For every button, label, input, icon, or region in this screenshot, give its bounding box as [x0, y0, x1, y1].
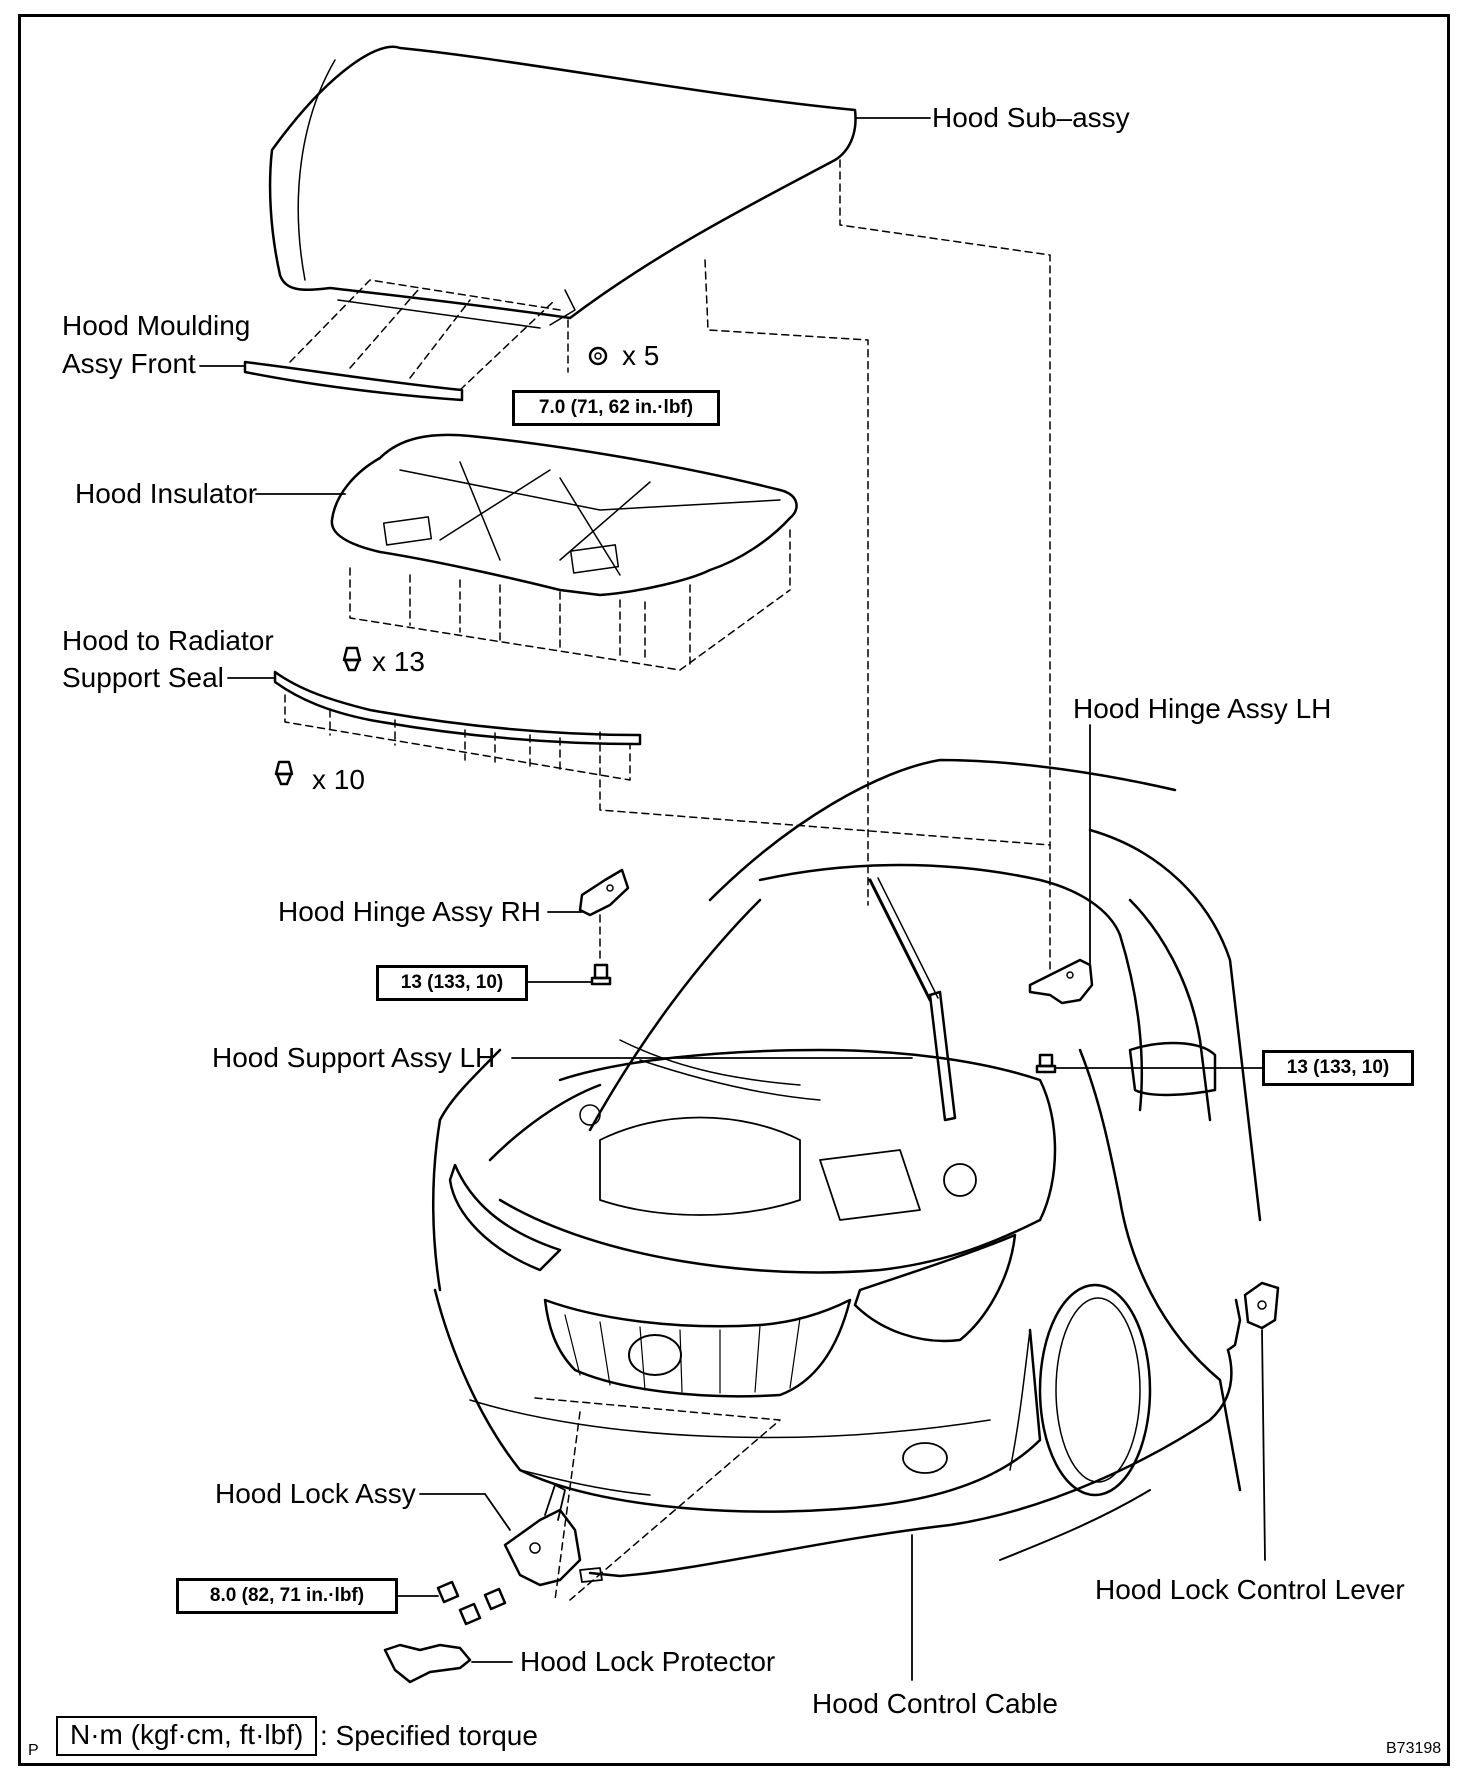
vehicle-body — [432, 758, 1262, 1561]
label-hood-sub-assy: Hood Sub–assy — [932, 102, 1130, 133]
label-hood-moulding-line1: Hood Moulding — [62, 310, 251, 341]
hood-insulator-part — [330, 433, 798, 597]
torque-moulding-nut: 7.0 (71, 62 in.·lbf) — [512, 390, 720, 426]
seal-clip-icon — [274, 760, 294, 786]
radiator-seal-part — [273, 670, 642, 746]
lock-leader-lines — [534, 1397, 781, 1601]
label-hood-control-cable: Hood Control Cable — [812, 1688, 1058, 1719]
label-hood-moulding-line2: Assy Front — [62, 348, 196, 379]
hood-lock-assy-part — [503, 1484, 582, 1587]
label-hood-hinge-lh: Hood Hinge Assy LH — [1073, 693, 1332, 724]
hood-hinge-lh-part — [1028, 958, 1094, 1005]
torque-hinge-rh-bolt: 13 (133, 10) — [376, 965, 528, 1001]
insulator-clip-icon — [342, 646, 362, 672]
diagram-frame — [18, 14, 1450, 1766]
hinge-lh-bolt-icon — [1035, 1053, 1057, 1074]
hood-support-strut-part — [868, 877, 957, 1122]
label-hood-support-lh: Hood Support Assy LH — [212, 1042, 496, 1073]
label-hood-insulator: Hood Insulator — [75, 478, 258, 509]
qty-hood-nuts: x 5 — [622, 340, 660, 371]
label-leader-lines — [199, 117, 1266, 1681]
hood-lock-control-lever-part — [1243, 1281, 1280, 1330]
insulator-leader-lines — [349, 529, 791, 671]
hood-sub-assy-part — [268, 45, 857, 329]
figure-code: B73198 — [1386, 1740, 1442, 1757]
torque-hinge-lh-bolt: 13 (133, 10) — [1262, 1050, 1414, 1086]
hood-nut-icon — [588, 346, 608, 366]
hood-lock-protector-part — [383, 1643, 472, 1684]
label-hood-lock-assy: Hood Lock Assy — [215, 1478, 416, 1509]
hood-hinge-rh-part — [578, 868, 630, 917]
qty-seal-clips: x 10 — [312, 764, 365, 795]
seal-leader-lines — [284, 694, 631, 781]
legend-text: : Specified torque — [320, 1720, 538, 1751]
label-hood-lock-protector: Hood Lock Protector — [520, 1646, 776, 1677]
legend-torque-units: N·m (kgf·cm, ft·lbf) — [56, 1716, 318, 1756]
label-radiator-seal-line1: Hood to Radiator — [62, 625, 274, 656]
torque-lock-bolt: 8.0 (82, 71 in.·lbf) — [176, 1578, 398, 1614]
moulding-leader-lines — [289, 159, 1051, 973]
hinge-rh-bolt-icon — [590, 963, 612, 986]
hood-moulding-part — [243, 360, 464, 402]
label-radiator-seal-line2: Support Seal — [62, 662, 224, 693]
hood-control-cable-part — [579, 1298, 1242, 1583]
label-hood-lock-control-lever: Hood Lock Control Lever — [1095, 1574, 1405, 1605]
lock-bolt-icon — [436, 1580, 507, 1626]
corner-mark: P — [28, 1742, 39, 1759]
label-hood-hinge-rh: Hood Hinge Assy RH — [278, 896, 542, 927]
qty-insulator-clips: x 13 — [372, 646, 425, 677]
